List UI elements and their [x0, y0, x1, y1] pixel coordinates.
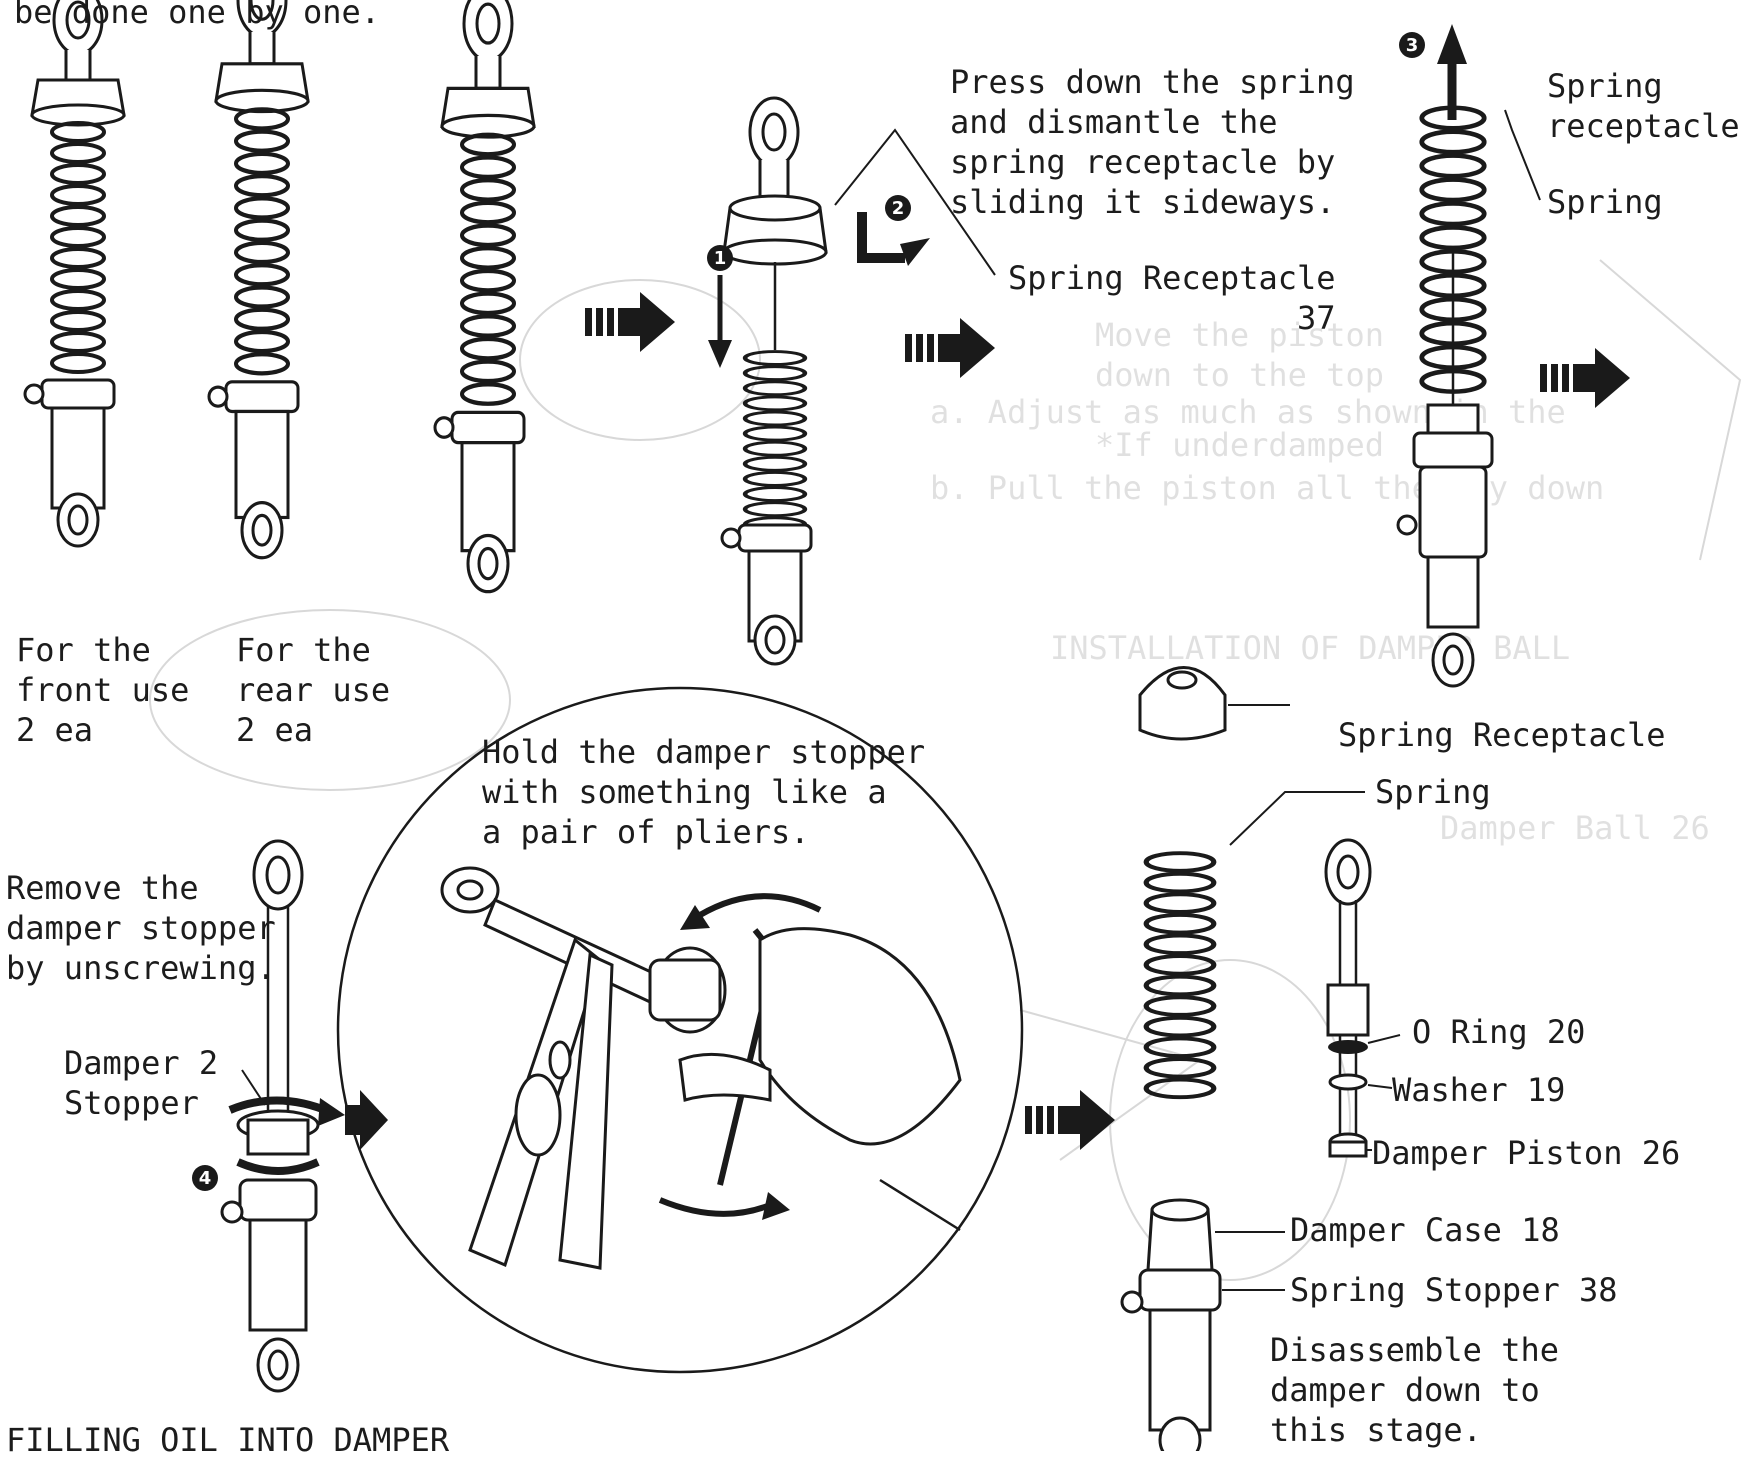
damper-piston-26-label: Damper Piston 26	[1372, 1133, 1680, 1173]
page-fragment-top: be done one by one.	[14, 0, 380, 32]
marker-badge: 3	[1399, 32, 1425, 58]
step-press-spring-text: Press down the spring and dismantle the …	[950, 62, 1355, 222]
step-arrow	[585, 292, 675, 352]
faint-background-art	[150, 260, 1740, 1280]
page-fragment-bottom: FILLING OIL INTO DAMPER	[6, 1420, 449, 1460]
spring-receptacle-37-label: Spring Receptacle 37	[1008, 258, 1336, 338]
front-use-caption: For the front use 2 ea	[16, 630, 189, 750]
spring-stopper-38-label: Spring Stopper 38	[1290, 1270, 1618, 1310]
damper-case-18-label: Damper Case 18	[1290, 1210, 1560, 1250]
marker-badge-label: 3	[1406, 35, 1419, 56]
damper-stopper-2-label: Damper 2 Stopper	[64, 1043, 218, 1123]
step-arrow	[1025, 1090, 1115, 1150]
disassemble-note-text: Disassemble the damper down to this stag…	[1270, 1330, 1559, 1450]
washer-19-label: Washer 19	[1392, 1070, 1565, 1110]
rear-damper-figure	[209, 0, 308, 558]
marker-badge: 4	[192, 1165, 218, 1191]
spring-receptacle-label: Spring Receptacle	[1338, 715, 1666, 755]
spring-removal-figure	[1398, 24, 1540, 686]
o-ring-20-label: O Ring 20	[1412, 1012, 1585, 1052]
assembled-damper-figure	[435, 0, 534, 592]
step-remove-stopper-text: Remove the damper stopper by unscrewing.	[6, 868, 276, 988]
step-arrow	[905, 318, 995, 378]
spring-receptacle-part	[1140, 668, 1290, 740]
front-damper-figure	[25, 0, 124, 546]
step-hold-stopper-text: Hold the damper stopper with something l…	[482, 732, 925, 852]
marker-badge-label: 1	[714, 248, 727, 269]
spring-label: Spring	[1375, 772, 1491, 812]
spring-top-label: Spring	[1547, 182, 1663, 222]
marker-badge-label: 4	[199, 1168, 212, 1189]
spring-receptacle-top-label: Spring receptacle	[1547, 66, 1740, 146]
step-arrow	[1540, 348, 1630, 408]
rear-use-caption: For the rear use 2 ea	[236, 630, 390, 750]
marker-badge-label: 2	[892, 198, 905, 219]
